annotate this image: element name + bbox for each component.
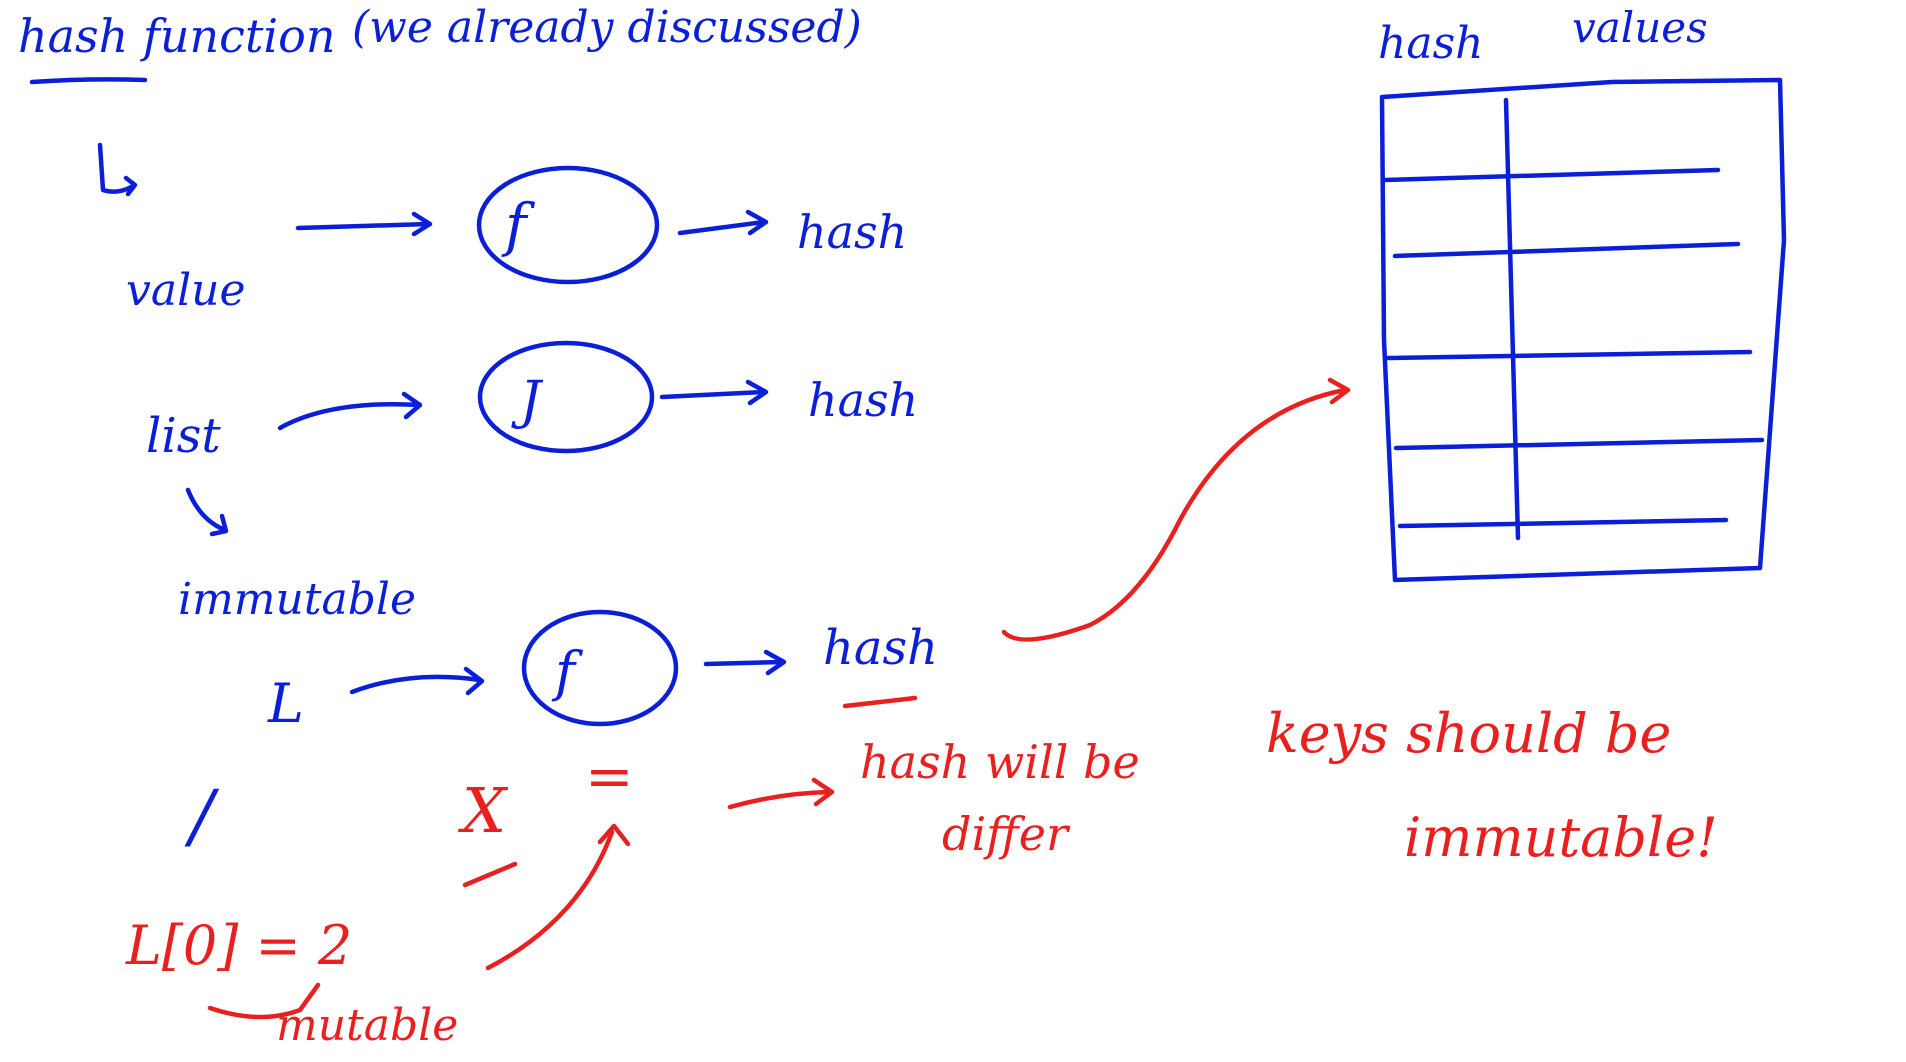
hash-table <box>1379 77 1787 583</box>
label-hash-will-differ-2: differ <box>942 807 1071 861</box>
heading-paren-note: (we already discussed) <box>352 2 862 53</box>
label-hash-2: hash <box>808 373 918 427</box>
label-cross: X <box>458 774 509 847</box>
function-circle-1 <box>476 165 660 285</box>
label-L: L <box>267 672 304 735</box>
label-equals: = <box>585 742 634 810</box>
table-row-line-1 <box>1382 167 1721 183</box>
table-row-line-5 <box>1397 517 1729 529</box>
label-hash-3: hash <box>823 620 938 676</box>
function-symbol-2: J <box>511 371 544 431</box>
arrow-L-to-f <box>349 666 485 696</box>
arrow-to-hash-will-differ <box>727 777 835 810</box>
label-keys-should-be: keys should be <box>1266 702 1671 765</box>
function-symbol-1: f <box>501 191 536 259</box>
heading-hash-function: hash function <box>18 9 335 63</box>
arrow-f-to-hash-3 <box>703 649 787 676</box>
label-hash-will-differ-1: hash will be <box>860 735 1140 789</box>
arrow-f-to-hash-1 <box>677 209 769 236</box>
arrow-f-to-hash-2 <box>659 379 769 406</box>
branch-arrow-icon <box>97 142 138 197</box>
arrow-list-to-f <box>277 391 423 431</box>
label-immutable: immutable <box>178 574 416 625</box>
label-slash: / <box>184 775 220 857</box>
function-circle-3 <box>521 609 679 727</box>
label-assignment: L[0] = 2 <box>125 914 352 977</box>
label-value: value <box>126 265 246 316</box>
label-mutable: mutable <box>276 1000 458 1051</box>
arrow-value-to-f <box>295 211 433 237</box>
label-list: list <box>146 408 221 464</box>
hash-underline <box>842 695 918 709</box>
table-row-line-4 <box>1393 437 1765 451</box>
table-border <box>1379 77 1787 583</box>
branch-arrow-icon-2 <box>185 487 229 537</box>
arrow-mutable-to-equals <box>485 823 631 971</box>
function-symbol-3: f <box>551 640 583 703</box>
arrow-hash-to-table <box>1001 377 1351 642</box>
table-header-values: values <box>1572 3 1708 52</box>
table-column-divider <box>1503 97 1521 541</box>
label-immutable-exclaim: immutable! <box>1404 806 1718 869</box>
table-row-line-2 <box>1392 241 1741 259</box>
cross-underline <box>462 861 518 888</box>
heading-underline <box>29 77 148 85</box>
table-header-hash: hash <box>1378 18 1484 69</box>
label-hash-1: hash <box>797 205 907 259</box>
function-circle-2 <box>477 340 655 454</box>
table-row-line-3 <box>1385 349 1753 361</box>
assignment-brace <box>207 982 321 1020</box>
